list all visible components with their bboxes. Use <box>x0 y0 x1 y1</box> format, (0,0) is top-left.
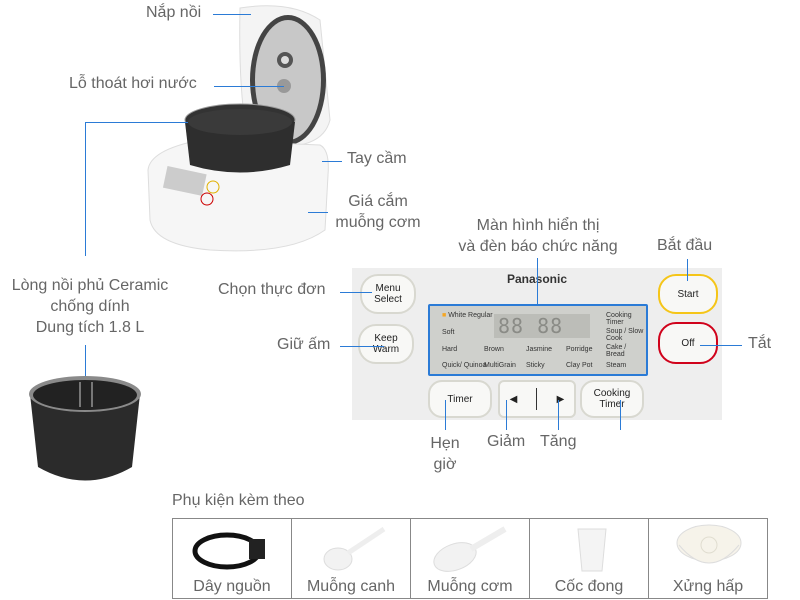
callout-off: Tắt <box>748 335 772 352</box>
active-indicator: ■ <box>442 312 447 319</box>
leader-line <box>620 400 621 430</box>
leader-line <box>506 400 507 430</box>
mode-label: White Regular <box>448 312 493 319</box>
accessory-measuring-cup: Cốc đong <box>530 519 649 598</box>
leader-line <box>340 346 384 347</box>
mode-multigrain: MultiGrain <box>484 362 516 369</box>
mode-hard: Hard <box>442 346 458 353</box>
increase-button[interactable]: ▶ <box>556 393 565 405</box>
leader-line <box>537 258 538 305</box>
callout-timer: Hẹn giờ <box>420 433 470 475</box>
callout-line: Lòng nồi phủ Ceramic <box>11 277 169 294</box>
button-text: Timer <box>599 399 625 410</box>
mode-clay-pot: Clay Pot <box>566 362 593 369</box>
timer-button[interactable]: Timer <box>428 380 492 418</box>
callout-display: Màn hình hiển thị và đèn báo chức năng <box>440 215 636 257</box>
callout-line: chống dính <box>50 298 130 315</box>
arrow-buttons: ◀ ▶ <box>498 380 576 418</box>
mode-sticky: Sticky <box>526 362 545 369</box>
accessory-label: Cốc đong <box>554 578 624 595</box>
callout-line: và đèn báo chức năng <box>458 238 618 255</box>
callout-inner-pot: Lòng nồi phủ Ceramic chống dính Dung tíc… <box>0 275 180 338</box>
accessory-power-cord: Dây nguồn <box>173 519 292 598</box>
leader-line <box>445 400 446 430</box>
leader-line <box>558 400 559 430</box>
callout-lid: Nắp nồi <box>146 4 202 21</box>
mode-quick-quinoa: Quick/ Quinoa <box>442 362 487 369</box>
mode-jasmine: Jasmine <box>526 346 553 353</box>
button-text: Cooking <box>593 388 631 399</box>
inner-pot-image <box>29 376 141 481</box>
leader-line <box>700 345 742 346</box>
callout-steam-vent: Lỗ thoát hơi nước <box>69 75 197 92</box>
mode-steam: Steam <box>606 362 627 369</box>
rice-paddle-icon <box>433 526 507 572</box>
mode-soup: Soup / Slow Cook <box>606 328 644 342</box>
button-text: Warm <box>372 344 400 355</box>
callout-start: Bắt đầu <box>657 237 713 254</box>
leader-line <box>308 212 328 213</box>
soup-ladle-icon <box>323 526 386 571</box>
leader-line <box>322 161 342 162</box>
button-text: Select <box>374 294 402 305</box>
button-text: Menu <box>375 283 401 294</box>
mode-cooking-timer: Cooking Timer <box>606 312 632 326</box>
accessory-soup-ladle: Muỗng canh <box>292 519 411 598</box>
button-text: Keep <box>374 333 398 344</box>
rice-cooker-image <box>147 5 331 252</box>
callout-increase: Tăng <box>540 433 577 450</box>
leader-line <box>85 345 86 385</box>
callout-line: Dung tích 1.8 L <box>35 319 145 336</box>
accessory-label: Muỗng cơm <box>427 578 513 595</box>
mode-brown: Brown <box>484 346 504 353</box>
steamer-basket-icon <box>676 524 742 564</box>
callout-menu: Chọn thực đơn <box>218 281 326 298</box>
digit-readout: 88 88 <box>494 314 590 338</box>
lcd-display: 88 88 ■ White Regular Soft Hard Quick/ Q… <box>428 304 648 376</box>
leader-line <box>213 14 251 15</box>
digits-text: 88 88 <box>498 314 564 338</box>
accessory-label: Muỗng canh <box>306 578 396 595</box>
start-button[interactable]: Start <box>658 274 718 314</box>
mode-white-regular: ■ White Regular <box>442 312 493 319</box>
leader-line <box>340 292 372 293</box>
callout-spoon-holder: Giá cắm muỗng cơm <box>330 191 426 233</box>
decrease-button[interactable]: ◀ <box>509 393 518 405</box>
callout-line: giờ <box>433 456 457 473</box>
divider <box>536 388 538 410</box>
leader-line <box>214 86 284 87</box>
mode-porridge: Porridge <box>566 346 593 353</box>
accessory-steamer: Xửng hấp <box>649 519 767 598</box>
accessory-label: Xửng hấp <box>672 578 744 595</box>
leader-line <box>85 122 86 256</box>
leader-line <box>687 259 688 281</box>
accessories-table: Dây nguồn Muỗng canh Muỗng cơm Cốc đong … <box>172 518 768 599</box>
off-button[interactable]: Off <box>658 322 718 364</box>
callout-keep-warm: Giữ ấm <box>277 336 331 353</box>
accessory-rice-paddle: Muỗng cơm <box>411 519 530 598</box>
callout-handle: Tay cầm <box>347 150 407 167</box>
leader-line <box>85 122 188 123</box>
callout-line: Màn hình hiển thị <box>476 217 600 234</box>
callout-decrease: Giảm <box>487 433 526 450</box>
measuring-cup-icon <box>577 528 607 572</box>
callout-line: Giá cắm <box>348 193 408 210</box>
power-cord-icon <box>192 532 265 570</box>
accessory-label: Dây nguồn <box>193 578 271 595</box>
accessories-title: Phụ kiện kèm theo <box>172 492 305 509</box>
callout-line: muỗng cơm <box>335 214 421 231</box>
callout-line: Hẹn <box>430 435 460 452</box>
mode-soft: Soft <box>442 329 455 336</box>
mode-cake: Cake / Bread <box>606 344 627 358</box>
